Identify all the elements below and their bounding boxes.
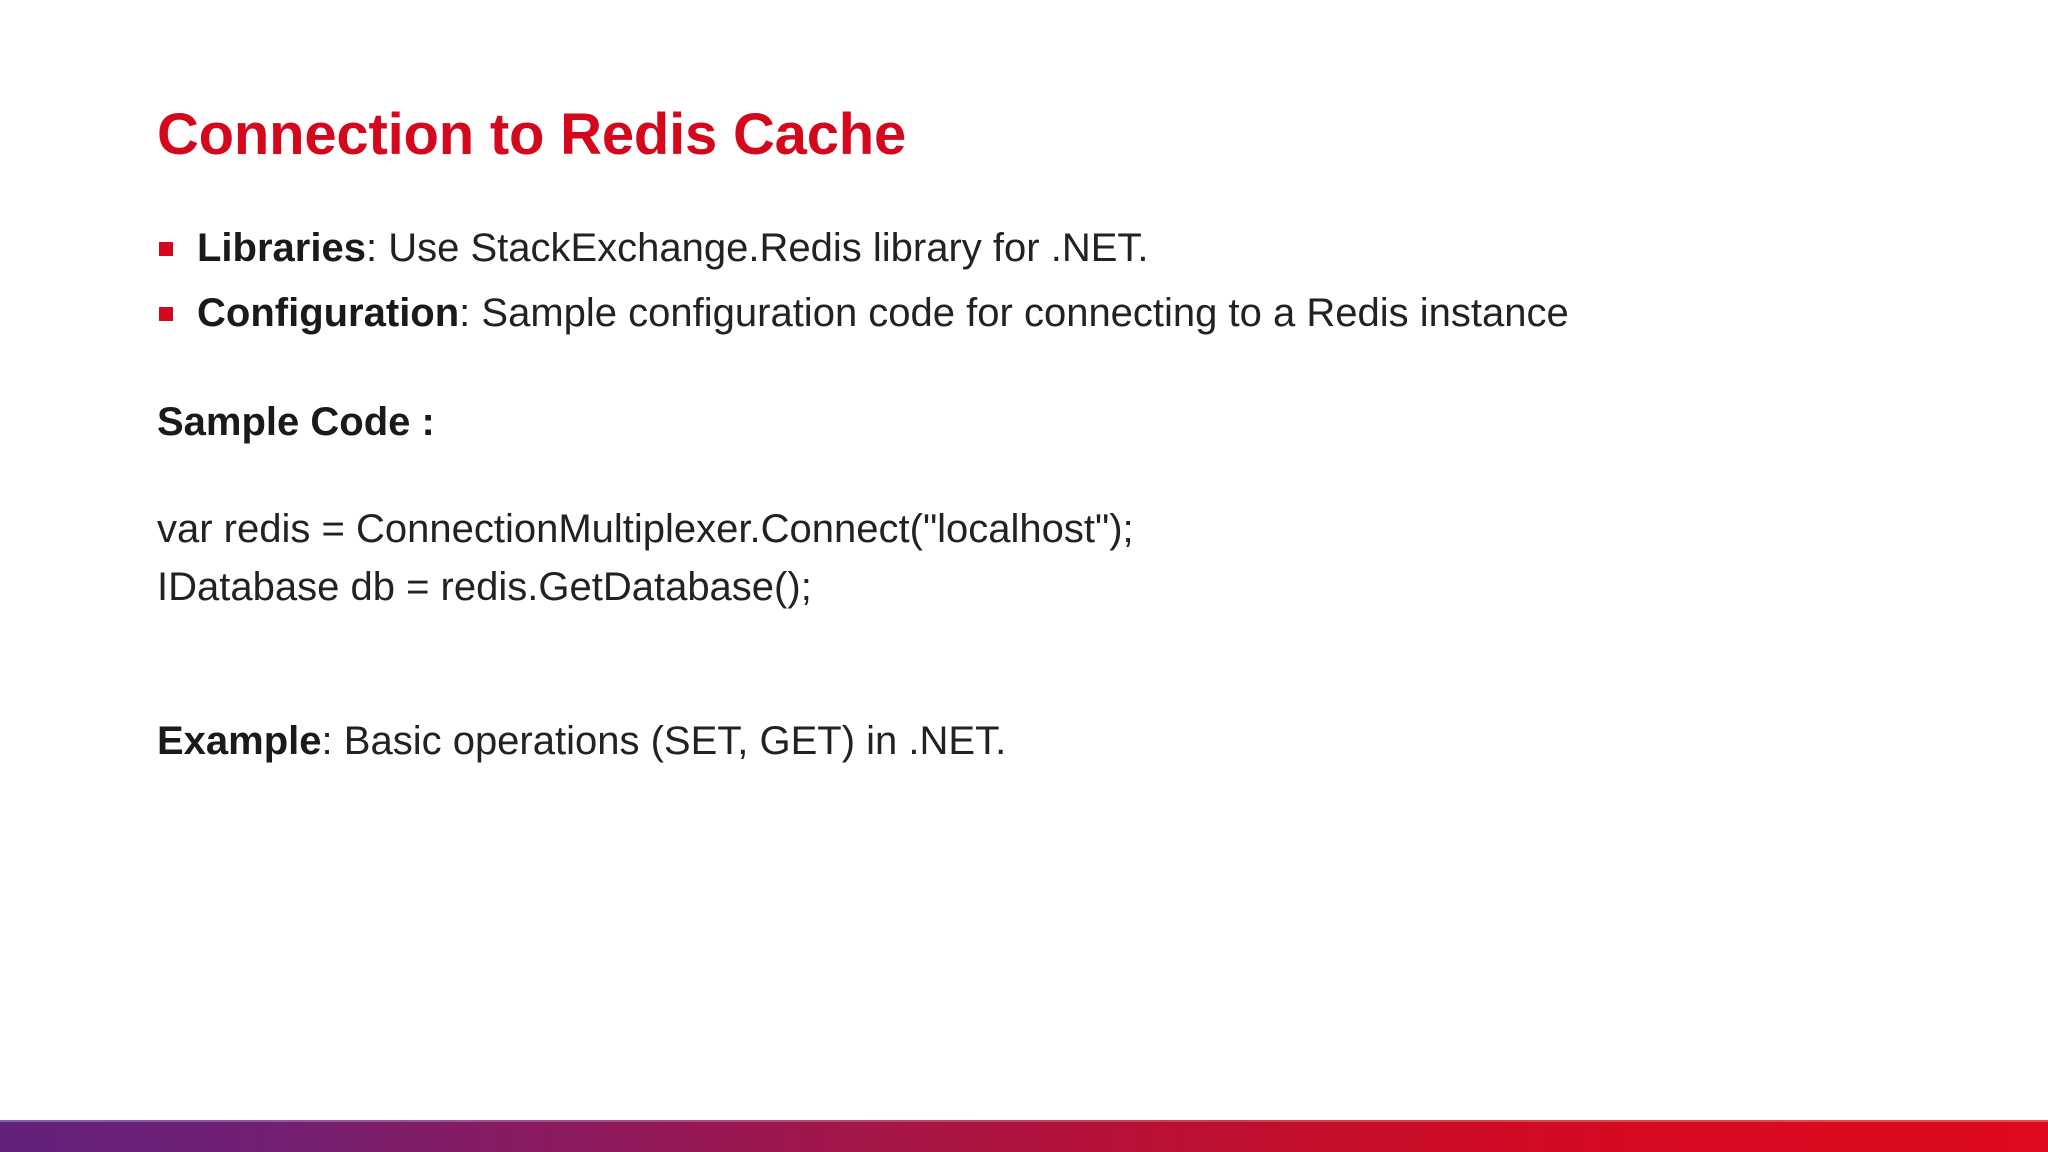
page-title: Connection to Redis Cache	[157, 101, 907, 167]
list-item: Configuration: Sample configuration code…	[157, 287, 1917, 340]
bullet-item-text: Libraries: Use StackExchange.Redis libra…	[197, 226, 1149, 270]
code-line: var redis = ConnectionMultiplexer.Connec…	[157, 506, 1134, 551]
bullet-item-lead: Libraries	[197, 226, 366, 270]
accent-bar-highlight	[0, 1120, 2048, 1122]
list-item: Libraries: Use StackExchange.Redis libra…	[157, 222, 1917, 275]
square-bullet-icon	[159, 242, 173, 256]
bullet-item-body: Sample configuration code for connecting…	[481, 291, 1569, 336]
bullet-item-text: Configuration: Sample configuration code…	[197, 291, 1569, 335]
slide-body: Libraries: Use StackExchange.Redis libra…	[157, 222, 1917, 768]
code-line: IDatabase db = redis.GetDatabase();	[157, 565, 812, 610]
bullet-item-body: Use StackExchange.Redis library for .NET…	[388, 226, 1149, 270]
bullet-list: Libraries: Use StackExchange.Redis libra…	[157, 222, 1917, 340]
square-bullet-icon	[159, 307, 173, 322]
bullet-item-lead: Configuration	[197, 291, 460, 336]
example-separator: :	[321, 719, 344, 764]
accent-bar	[0, 1122, 2048, 1152]
sample-code-heading: Sample Code :	[157, 400, 435, 445]
example-lead: Example	[157, 719, 322, 764]
example-text: Example: Basic operations (SET, GET) in …	[157, 715, 1917, 768]
sample-code-block: var redis = ConnectionMultiplexer.Connec…	[157, 500, 1917, 618]
example-body: Basic operations (SET, GET) in .NET.	[343, 719, 1007, 764]
bullet-item-separator: :	[365, 226, 389, 270]
bullet-item-separator: :	[459, 291, 482, 336]
